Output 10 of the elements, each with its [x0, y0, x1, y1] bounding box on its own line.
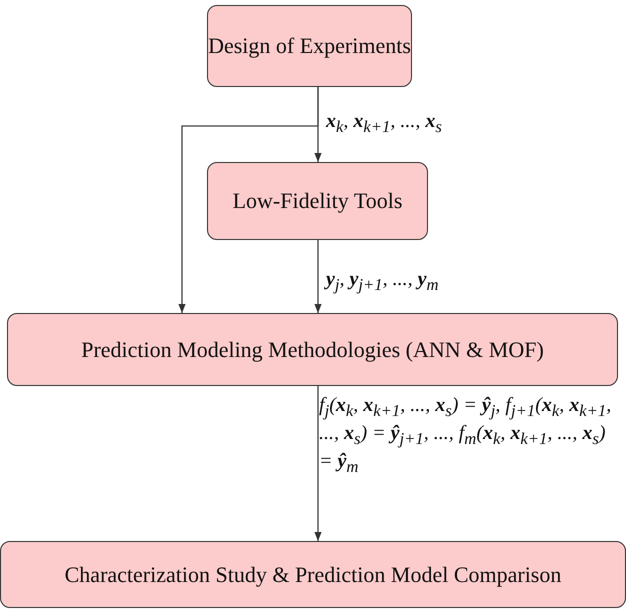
- process-box: Low-Fidelity Tools: [207, 162, 428, 240]
- edge-label: y$_{j}$, y$_{j+1}$, ..., y$_{m}$: [326, 268, 440, 296]
- process-box: Prediction Modeling Methodologies (ANN & MOF): [7, 313, 618, 386]
- arrow: [314, 386, 322, 541]
- edge-label: f$_{j}$(x$_{k}$, x$_{k+1}$, ..., x$_{s}$) = ŷ$_{j}$, f$_{j+1}$(x$_{k}$, x$_{k+1}$, ..., x$_{s}$) = ŷ$_{j+1}$, ..., f$_{m}$(x$_{k}$, x$_{k+1}$, ..., x$_{s}$) = ŷ$_{m}$: [319, 394, 612, 478]
- edge-label: x$_{k}$, x$_{k+1}$, ..., x$_{s}$: [326, 110, 443, 138]
- arrow: [314, 240, 322, 313]
- process-box: Characterization Study & Prediction Model Comparison: [0, 541, 626, 608]
- process-box: Design of Experiments: [207, 5, 412, 87]
- arrow: [178, 87, 319, 313]
